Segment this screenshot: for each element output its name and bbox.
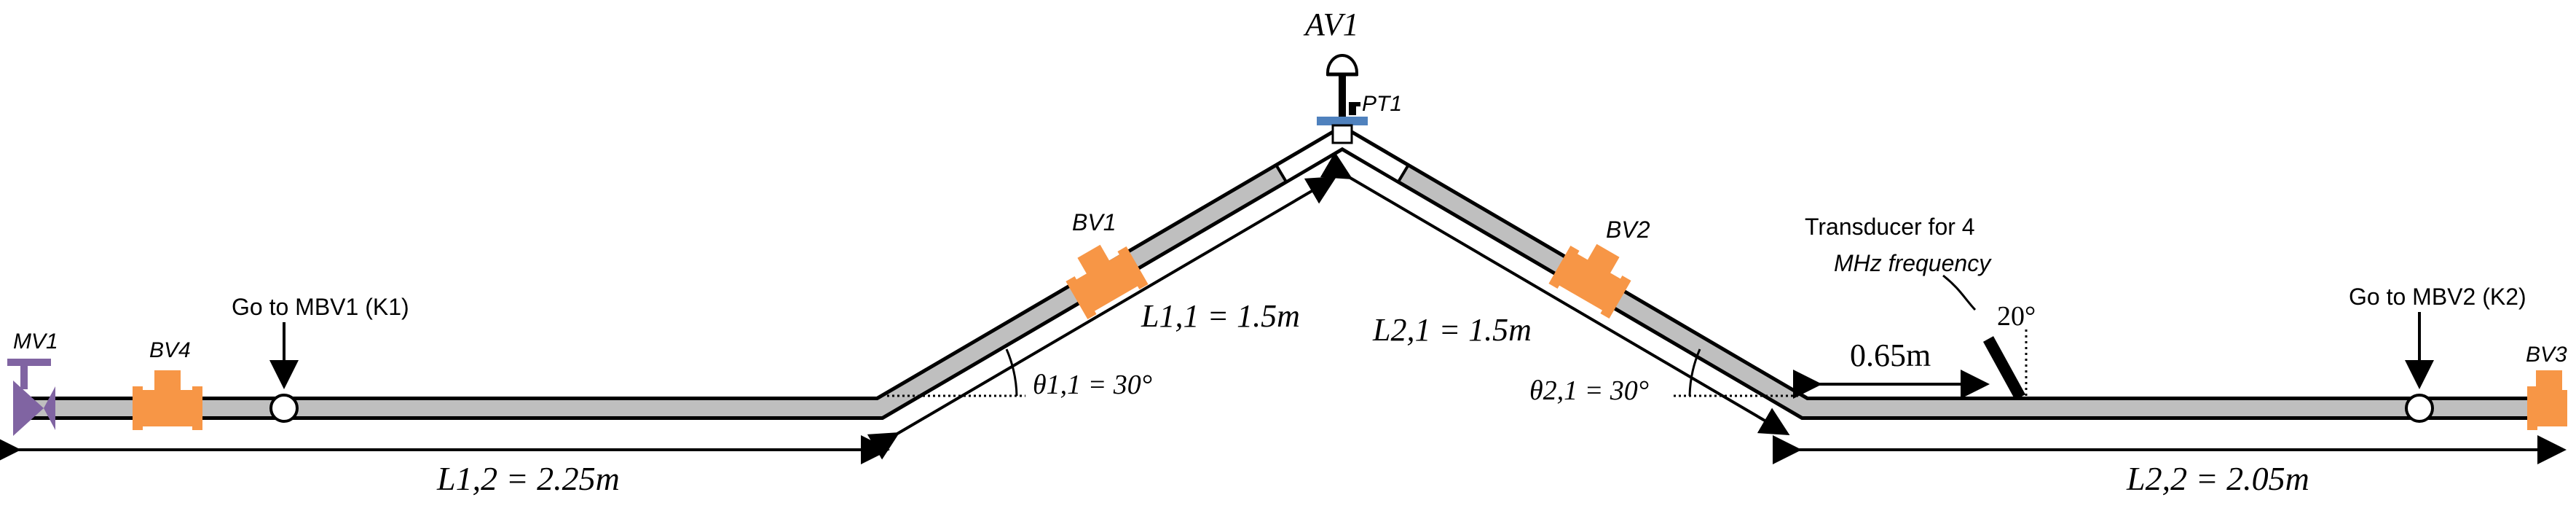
av1-dome-icon <box>1326 54 1358 76</box>
pt1-stub <box>1349 102 1360 106</box>
theta11-label: θ1,1 = 30° <box>1033 370 1152 400</box>
pt1-sensor <box>1349 102 1356 115</box>
goto-mbv1-group: Go to MBV1 (K1) <box>232 294 409 423</box>
l22-label: L2,2 = 2.05m <box>2126 460 2309 497</box>
bv2-label: BV2 <box>1606 217 1650 243</box>
goto-mbv2-port <box>2405 394 2434 423</box>
transducer-label-line2: MHz frequency <box>1834 250 1992 276</box>
av1-stem <box>1339 76 1346 117</box>
ball-valve-bv3: BV3 <box>2526 343 2567 430</box>
theta11-annotation: θ1,1 = 30° <box>887 348 1152 400</box>
goto-mbv1-port <box>269 394 299 423</box>
mv1-valve-body-right <box>44 386 55 430</box>
bv1-label: BV1 <box>1072 209 1116 235</box>
mv1-valve-body <box>13 381 44 436</box>
bv4-top <box>154 370 181 392</box>
mv1-label: MV1 <box>13 329 58 354</box>
theta21-label: θ2,1 = 30° <box>1529 375 1649 406</box>
l11-label: L1,1 = 1.5m <box>1141 298 1300 334</box>
goto-mbv2-group: Go to MBV2 (K2) <box>2349 284 2526 423</box>
pipe-outer-edge <box>15 124 2567 420</box>
tee-neck <box>1331 124 1353 144</box>
theta21-arc <box>1688 348 1701 397</box>
bv3-top <box>2536 370 2562 392</box>
dist065-label: 0.65m <box>1850 338 1931 373</box>
pipe <box>15 124 2567 420</box>
goto-mbv1-label: Go to MBV1 (K1) <box>232 294 409 320</box>
bv3-flange-left <box>2527 386 2537 430</box>
transducer-leader <box>1942 274 1977 311</box>
theta21-annotation: θ2,1 = 30° <box>1529 348 1805 406</box>
bv4-flange-left <box>133 386 143 430</box>
bv3-label: BV3 <box>2526 343 2567 367</box>
flange-blue <box>1317 117 1368 125</box>
goto-mbv2-label: Go to MBV2 (K2) <box>2349 284 2526 310</box>
l21-dimension-arrow <box>1320 152 1790 436</box>
transducer-probe <box>1982 336 2026 400</box>
bv4-label: BV4 <box>149 338 191 362</box>
transducer-group: Transducer for 4 MHz frequency 20° <box>1805 214 2036 400</box>
pt1-label: PT1 <box>1362 92 1402 116</box>
l21-label: L2,1 = 1.5m <box>1372 312 1532 348</box>
l12-label: L1,2 = 2.25m <box>436 460 620 497</box>
l11-dimension-arrow <box>867 176 1337 460</box>
bv4-flange-right <box>192 386 202 430</box>
av1-label: AV1 <box>1303 7 1359 42</box>
transducer-label-line1: Transducer for 4 <box>1805 214 1975 240</box>
mv1-stem <box>20 363 28 389</box>
mv1-handle <box>7 359 51 366</box>
air-valve-av1: AV1 PT1 <box>1303 7 1402 144</box>
bv4-body <box>138 390 197 426</box>
ball-valve-bv4: BV4 <box>133 338 202 430</box>
theta11-arc <box>1005 348 1018 397</box>
transducer-angle-label: 20° <box>1997 301 2036 332</box>
main-valve-mv1: MV1 <box>7 329 58 436</box>
